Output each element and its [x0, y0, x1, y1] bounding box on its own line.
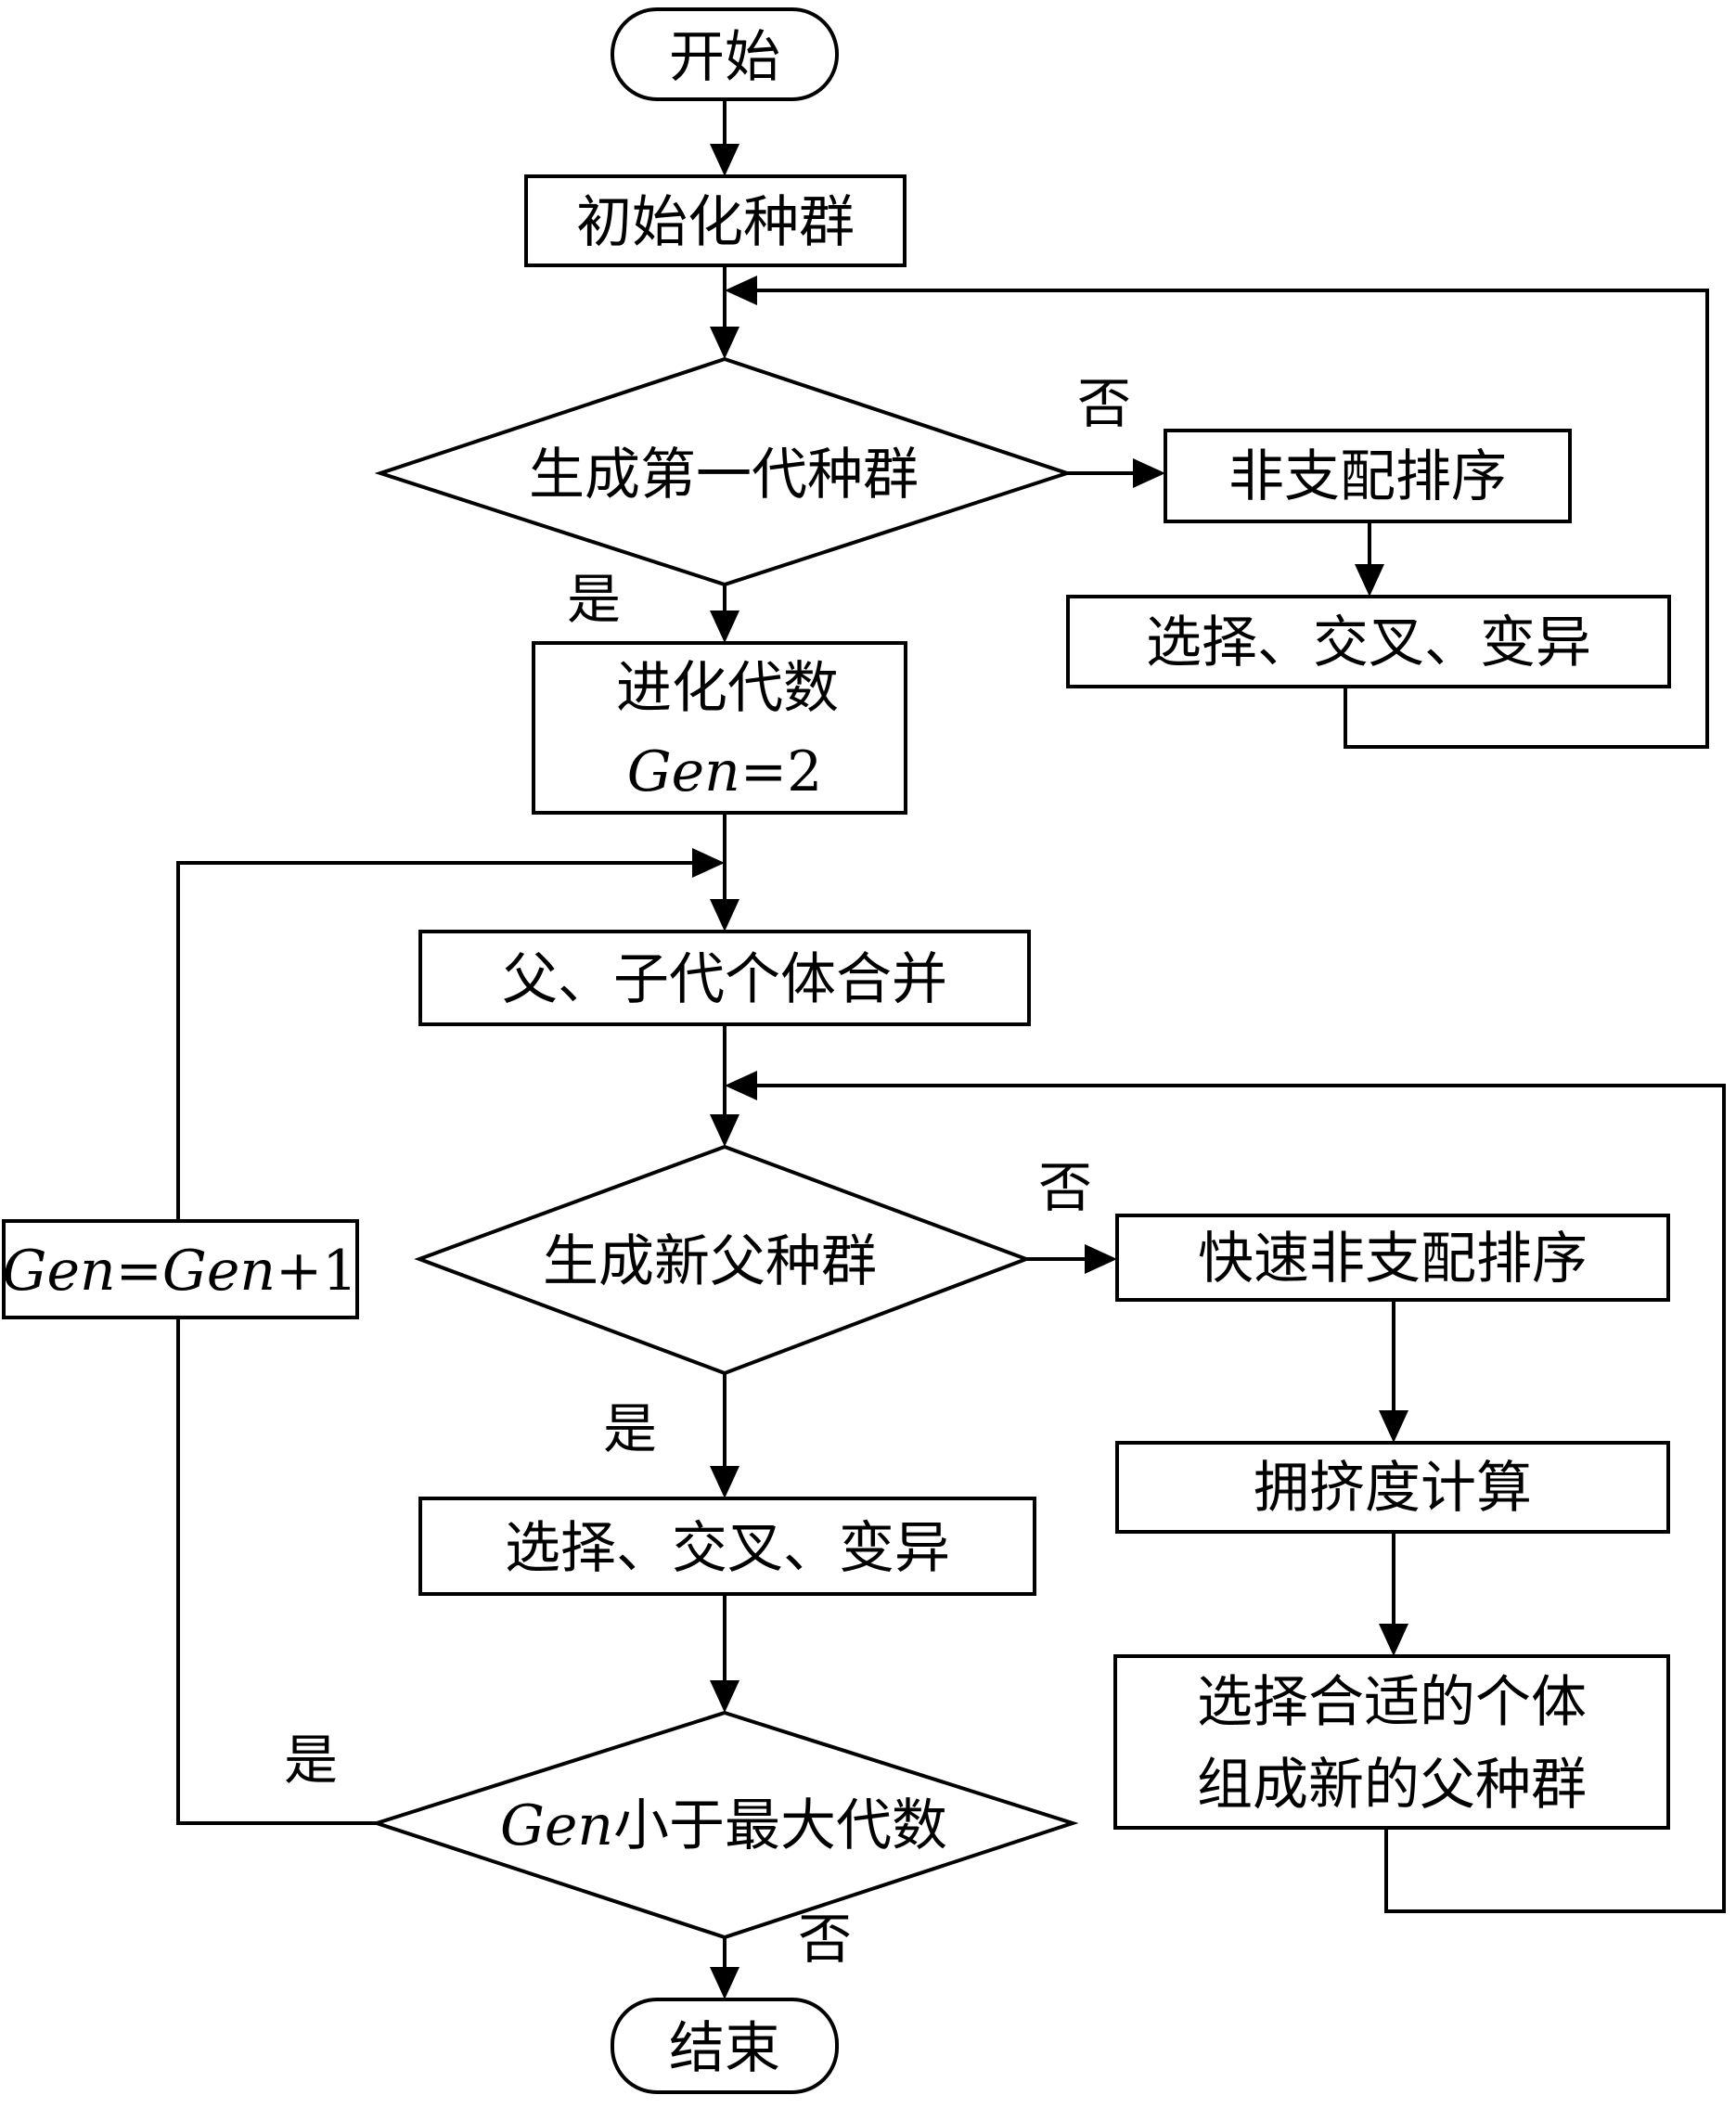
arrow-to-sel2: [710, 1466, 739, 1498]
decision-new-parent-label: 生成新父种群: [543, 1229, 877, 1294]
arrow-to-nondom-sort: [1133, 458, 1165, 488]
branch-labels: 否 是 否 是 是 否: [284, 372, 1131, 1971]
node-crowding-distance: 拥挤度计算: [1115, 1441, 1670, 1534]
decision-generation-check: Gen小于最大代数: [370, 1710, 1079, 1940]
loop1-return: [750, 289, 1709, 749]
node-fast-nondominated-sort-label: 快速非支配排序: [1198, 1227, 1588, 1292]
arrow-to-sel1: [1355, 564, 1384, 597]
arrow-to-gen: [710, 611, 739, 643]
node-init: 初始化种群: [524, 174, 907, 267]
arrow-to-select-new: [1379, 1624, 1408, 1656]
node-nondominated-sort-label: 非支配排序: [1228, 444, 1507, 509]
loop2-return: [750, 1084, 1726, 1913]
node-nondominated-sort: 非支配排序: [1164, 429, 1572, 523]
decision-new-parent: 生成新父种群: [414, 1144, 1032, 1376]
arrow-to-crowding: [1379, 1410, 1408, 1443]
node-select-new-parent: 选择合适的个体 组成新的父种群: [1113, 1654, 1670, 1830]
node-init-label: 初始化种群: [576, 190, 855, 255]
node-start-label: 开始: [669, 25, 780, 90]
node-crowding-distance-label: 拥挤度计算: [1254, 1456, 1532, 1521]
decision-first-generation-label: 生成第一代种群: [529, 443, 919, 508]
decision-first-generation: 生成第一代种群: [374, 356, 1074, 587]
node-select-crossover-mutate-1-label: 选择、交叉、变异: [1146, 611, 1591, 675]
node-generation-init-line1: 进化代数: [616, 656, 839, 721]
arrow-to-merge: [710, 899, 739, 932]
label-d3-no: 否: [798, 1908, 852, 1971]
node-generation-increment: Gen=Gen+1: [2, 1219, 359, 1319]
arrow-to-d3: [710, 1680, 739, 1713]
arrow-to-d1: [710, 327, 739, 359]
arrow-to-end: [710, 1967, 739, 1999]
connectors: [176, 99, 1726, 1973]
label-d2-no: 否: [1038, 1156, 1092, 1219]
node-select-new-parent-line1: 选择合适的个体: [1197, 1670, 1587, 1735]
arrow-to-d2: [710, 1114, 739, 1147]
arrowheads: [692, 144, 1408, 1999]
node-generation-init: 进化代数 Gen=2: [532, 641, 907, 815]
decision-generation-check-label: Gen小于最大代数: [500, 1793, 947, 1858]
node-generation-init-line2: Gen=2: [627, 739, 823, 804]
label-d1-yes: 是: [567, 568, 621, 631]
label-d2-yes: 是: [603, 1397, 657, 1460]
node-merge-label: 父、子代个体合并: [502, 947, 947, 1012]
edge-d3-yes-path: [176, 1318, 377, 1825]
arrow-to-init: [710, 144, 739, 176]
arrow-loop2-in: [725, 1071, 757, 1100]
loop-outer-return: [176, 861, 699, 1221]
node-generation-increment-label: Gen=Gen+1: [3, 1239, 358, 1304]
arrow-to-fast-sort: [1085, 1244, 1117, 1274]
node-end-label: 结束: [669, 2016, 780, 2081]
node-select-crossover-mutate-2-label: 选择、交叉、变异: [505, 1516, 950, 1581]
node-select-crossover-mutate-1: 选择、交叉、变异: [1066, 595, 1671, 688]
node-select-new-parent-line2: 组成新的父种群: [1197, 1753, 1587, 1818]
label-d1-no: 否: [1077, 372, 1131, 435]
node-end: 结束: [611, 1998, 839, 2094]
label-d3-yes: 是: [284, 1729, 338, 1792]
node-fast-nondominated-sort: 快速非支配排序: [1115, 1214, 1670, 1302]
node-start: 开始: [611, 7, 839, 101]
node-select-crossover-mutate-2: 选择、交叉、变异: [418, 1497, 1036, 1596]
node-merge: 父、子代个体合并: [418, 930, 1031, 1026]
arrow-outer-loop-in: [692, 848, 725, 878]
arrow-loop1-in: [725, 276, 757, 305]
